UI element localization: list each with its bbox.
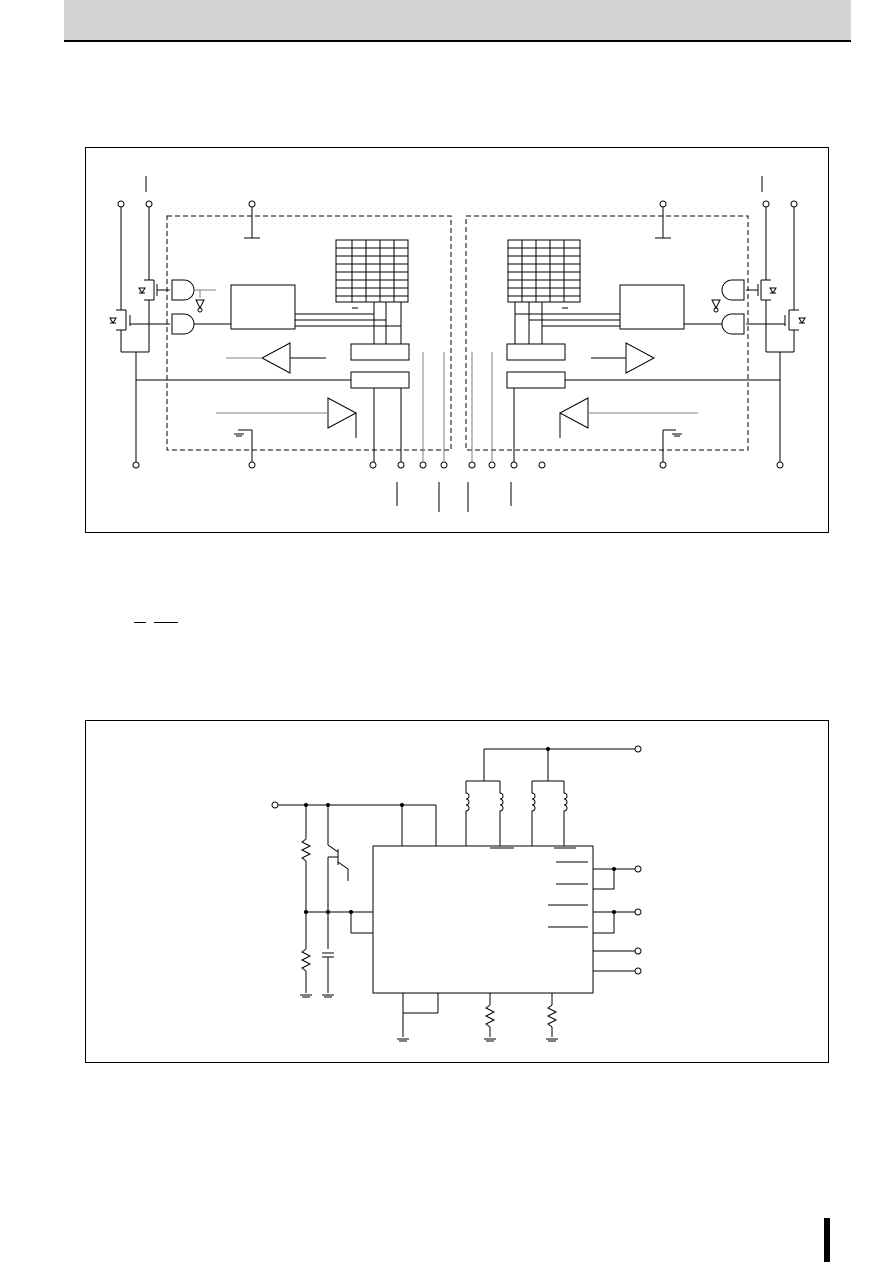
right-inputs [548,861,642,975]
right-control-block [619,284,685,330]
signal-overbar-marks [132,622,180,632]
terminal-left-outer [117,200,125,208]
left-inverter [195,299,205,310]
left-register-upper [350,343,410,361]
bias-resistor-lower [300,948,312,972]
input-terminal-b [634,908,642,916]
supply-terminal [634,745,642,753]
right-chip-boundary [465,215,749,451]
left-register-lower [350,371,410,389]
left-and-gate-upper [171,279,195,301]
right-lower-transistor [746,207,806,462]
input-terminal-a [634,865,642,873]
left-memory-array [335,239,409,303]
block-grounds [234,307,682,437]
terminal-right-outer [790,200,798,208]
right-and-gate-upper [721,279,745,301]
left-upper-transistor [138,207,170,352]
input-terminal-c [634,947,642,955]
right-inverter [711,299,721,310]
left-and-gate-lower [171,313,195,335]
right-and-gate-lower [721,313,745,335]
sense-resistor-b [546,1004,558,1028]
regulator-transistor [327,805,349,881]
right-feedback-amp [625,342,656,374]
left-lower-transistor [109,207,170,462]
right-memory-array [507,239,581,303]
bottom-terminals [132,461,784,512]
terminal-right-inner [762,200,770,208]
left-chip-boundary [166,215,452,451]
terminal-left-inner [145,200,153,208]
motor-coils [465,781,568,846]
top-terminals [117,176,798,239]
application-circuit-frame [85,720,829,1063]
left-control-block [230,284,296,330]
terminal-right-vdd [659,200,667,208]
left-grounds [300,994,334,998]
right-comparator [558,397,589,429]
left-feedback-amp [260,342,291,374]
bias-resistor-upper [300,838,312,862]
input-terminal-d [634,967,642,975]
logic-supply-terminal [271,801,279,809]
right-register-upper [506,343,566,361]
left-comparator [327,397,358,429]
block-diagram-frame [85,147,829,533]
page-edge-marker [824,1218,830,1262]
right-register-lower [506,371,566,389]
right-half [471,207,806,462]
page-header-band [64,0,851,42]
application-circuit [271,745,642,1042]
driver-ic [372,845,594,994]
right-upper-transistor [746,207,777,352]
left-half [109,207,445,462]
sense-resistor-a [484,1004,496,1028]
block-diagram [109,176,806,512]
terminal-left-vdd [248,200,256,208]
